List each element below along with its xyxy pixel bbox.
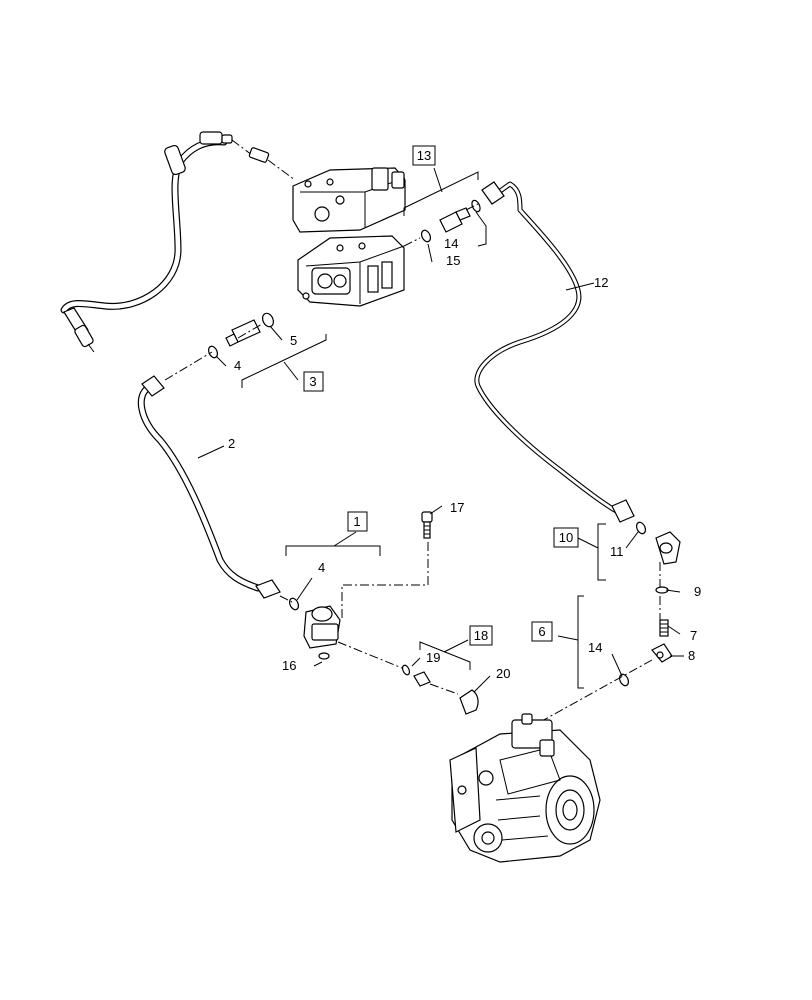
callout-16: 16: [282, 658, 296, 673]
callout-12: 12: [594, 275, 608, 290]
callout-box-10: [553, 527, 579, 548]
callout-15: 15: [446, 253, 460, 268]
callout-4a: 4: [234, 358, 241, 373]
callout-10: 10: [559, 530, 573, 545]
callout-18: 18: [474, 628, 488, 643]
callout-8: 8: [688, 648, 695, 663]
callout-box-18: [469, 625, 493, 646]
callout-1: 1: [353, 514, 360, 529]
hydraulic-pump: [449, 713, 601, 863]
fitting-kit-13: [403, 199, 481, 247]
callout-leaders: [197, 167, 684, 693]
valve-section-lower: [297, 235, 405, 307]
callout-19: 19: [426, 650, 440, 665]
callout-7: 7: [690, 628, 697, 643]
fitting-kit-6: [539, 619, 673, 723]
callout-14b: 14: [588, 640, 602, 655]
callout-5: 5: [290, 333, 297, 348]
callout-4b: 4: [318, 560, 325, 575]
callout-box-6: [531, 621, 553, 642]
tube-12: [474, 181, 635, 523]
callout-6: 6: [538, 624, 545, 639]
callout-17: 17: [450, 500, 464, 515]
fitting-kit-10: [635, 521, 681, 620]
wiring-harness: [60, 131, 296, 353]
callout-labels: 13 14 15 12 5 4 3 2 17 1 10 11 4 9 6 7 1…: [228, 145, 701, 681]
elbow-fitting-1: [279, 540, 429, 669]
callout-13: 13: [417, 148, 431, 163]
callout-3: 3: [309, 374, 316, 389]
valve-section-upper: [292, 167, 406, 233]
callout-11: 11: [610, 544, 624, 559]
callout-14a: 14: [444, 236, 458, 251]
fitting-kit-3: [164, 312, 275, 381]
hose-2: [137, 375, 281, 599]
callout-box-3: [303, 371, 324, 392]
callout-box-1: [347, 511, 368, 532]
callout-20: 20: [496, 666, 510, 681]
callout-2: 2: [228, 436, 235, 451]
callout-9: 9: [694, 584, 701, 599]
callout-box-13: [412, 145, 436, 166]
plug-kit-18: [401, 664, 479, 715]
bolt-17: [421, 511, 433, 539]
